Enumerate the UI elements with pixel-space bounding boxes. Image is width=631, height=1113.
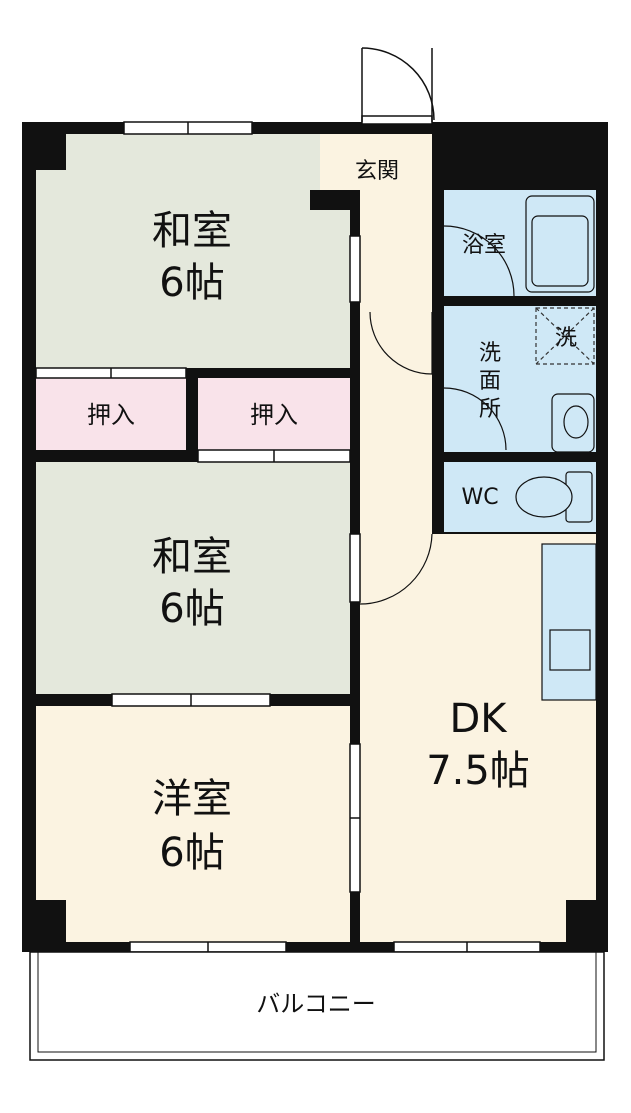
youshitsu-size: 6帖 <box>159 830 224 876</box>
washer-pan <box>535 307 595 365</box>
balcony-inner <box>37 951 597 1053</box>
senmenjo-char-1: 洗 <box>479 341 501 366</box>
washitsu-2-floor <box>36 462 350 694</box>
oshiire-1-label: 押入 <box>87 401 135 429</box>
pillar <box>566 900 596 942</box>
washitsu-2-size: 6帖 <box>159 586 224 632</box>
pillar <box>310 190 360 210</box>
oshiire-2-label: 押入 <box>250 401 298 429</box>
dk-name: DK <box>449 696 508 742</box>
yokushitsu-label: 浴室 <box>462 233 506 258</box>
genkan-label: 玄関 <box>355 159 399 184</box>
hall-floor <box>360 208 432 534</box>
windows <box>35 121 541 953</box>
oshiire-1-floor <box>36 378 186 450</box>
washitsu-1-size: 6帖 <box>159 260 224 306</box>
swing-doors <box>359 225 515 605</box>
washbasin <box>551 393 595 453</box>
pillar <box>36 900 66 942</box>
toilet <box>515 471 593 523</box>
balcony-area <box>29 951 605 1061</box>
bathtub <box>525 195 595 293</box>
pillar <box>36 134 66 170</box>
sliding-doors <box>349 235 361 893</box>
wc-label: WC <box>461 485 498 510</box>
washitsu-1-floor <box>36 134 350 368</box>
washitsu-1-name: 和室 <box>152 208 232 254</box>
senmenjo-char-3: 所 <box>479 397 501 422</box>
senmenjo-char-2: 面 <box>479 369 501 394</box>
washer-label: 洗 <box>555 326 577 351</box>
entrance-door <box>361 47 435 125</box>
oshiire-2-floor <box>198 378 350 450</box>
youshitsu-name: 洋室 <box>152 776 232 822</box>
washitsu-2-name: 和室 <box>152 534 232 580</box>
dk-size: 7.5帖 <box>426 748 530 794</box>
balcony-label: バルコニー <box>256 990 376 1018</box>
kitchen-counter <box>541 543 597 701</box>
youshitsu-floor <box>36 706 350 942</box>
